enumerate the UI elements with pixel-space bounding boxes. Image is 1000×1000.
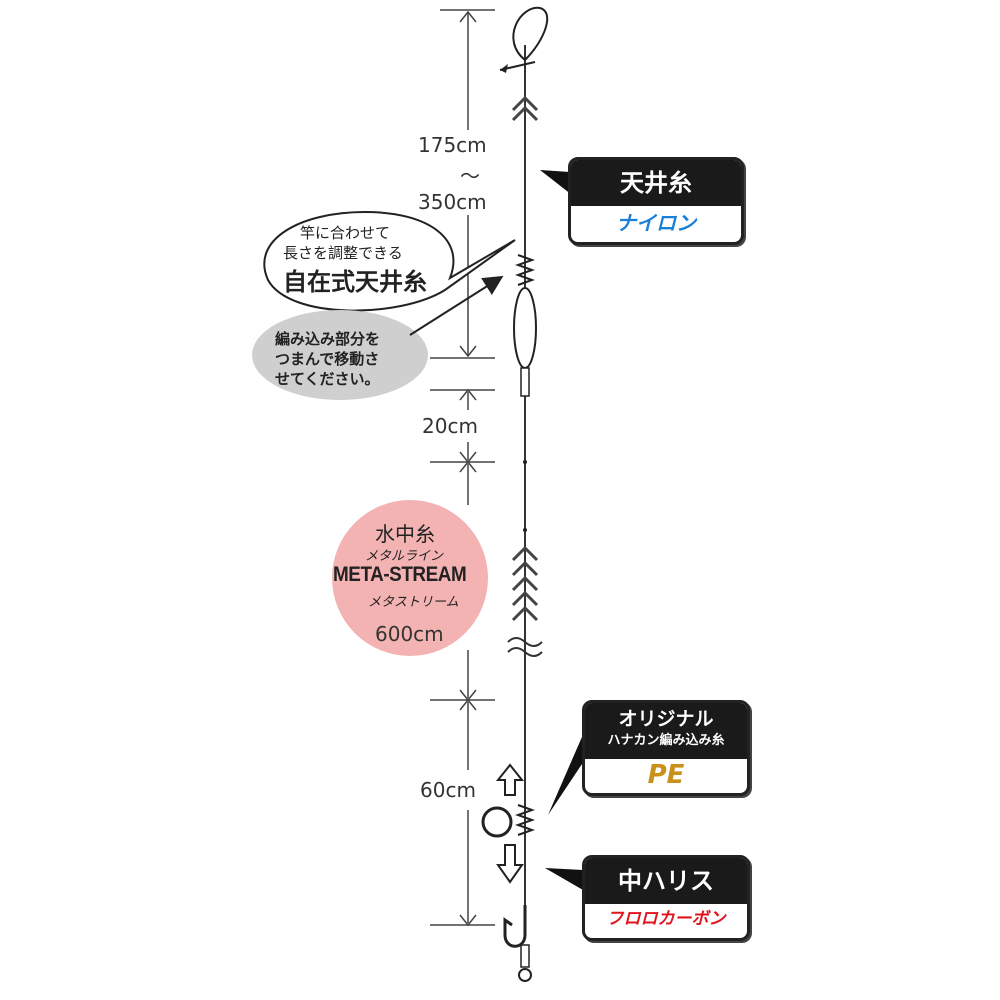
dim-lower: 60cm <box>420 778 476 802</box>
instruction-line1: 編み込み部分を <box>275 330 381 348</box>
top-loop-icon <box>512 6 549 61</box>
line-break-icon <box>507 637 543 657</box>
hook-icon <box>503 905 527 948</box>
dim-upper-min: 175cm <box>418 133 487 157</box>
chevron-top-icon <box>511 95 539 122</box>
instruction-line3: せてください。 <box>275 370 380 388</box>
callout-tenjo: 天井糸 ナイロン <box>568 157 744 245</box>
adjust-line2: 長さを調整できる <box>283 244 403 262</box>
instruction-bubble-shape <box>252 310 428 400</box>
circle-title: 水中糸 <box>375 522 435 546</box>
arrow-down-icon <box>496 844 524 884</box>
dim-upper-max: 350cm <box>418 190 487 214</box>
chevron-middle-icon <box>511 545 539 622</box>
hanakan-ring-icon <box>481 806 513 838</box>
circle-brand: META-STREAM <box>333 563 467 586</box>
callout-nakahari-title: 中ハリス <box>585 858 747 904</box>
circle-subtitle: メタルライン <box>365 549 444 564</box>
main-line-circle-shape <box>332 500 488 656</box>
callout-tenjo-title: 天井糸 <box>571 160 741 206</box>
callout-nakahari-material: フロロカーボン <box>606 909 726 929</box>
dim-gap: 20cm <box>422 414 478 438</box>
swivel-icon <box>520 944 530 968</box>
adjust-line1: 竿に合わせて <box>300 224 391 242</box>
callout-hanakan: オリジナル ハナカン編み込み糸 PE <box>582 700 750 796</box>
dim-middle: 600cm <box>375 622 444 646</box>
adjust-line3: 自在式天井糸 <box>283 268 427 296</box>
callout-hanakan-material: PE <box>647 760 685 790</box>
float-icon <box>513 287 537 369</box>
hanakan-braid-icon <box>515 804 535 836</box>
circle-brand-kana: メタストリーム <box>368 595 459 610</box>
callout-tenjo-material: ナイロン <box>616 211 696 235</box>
callout-nakahari: 中ハリス フロロカーボン <box>582 855 750 941</box>
arrow-up-icon <box>495 763 525 796</box>
dimension-lines <box>430 9 495 927</box>
dim-range-sep: ～ <box>460 164 480 188</box>
braid-icon <box>515 254 535 286</box>
callout-hanakan-title1: オリジナル <box>618 708 714 730</box>
instruction-line2: つまんで移動さ <box>275 350 380 368</box>
callout-hanakan-title2: ハナカン編み込み糸 <box>607 733 725 748</box>
sleeve-icon <box>520 367 530 397</box>
